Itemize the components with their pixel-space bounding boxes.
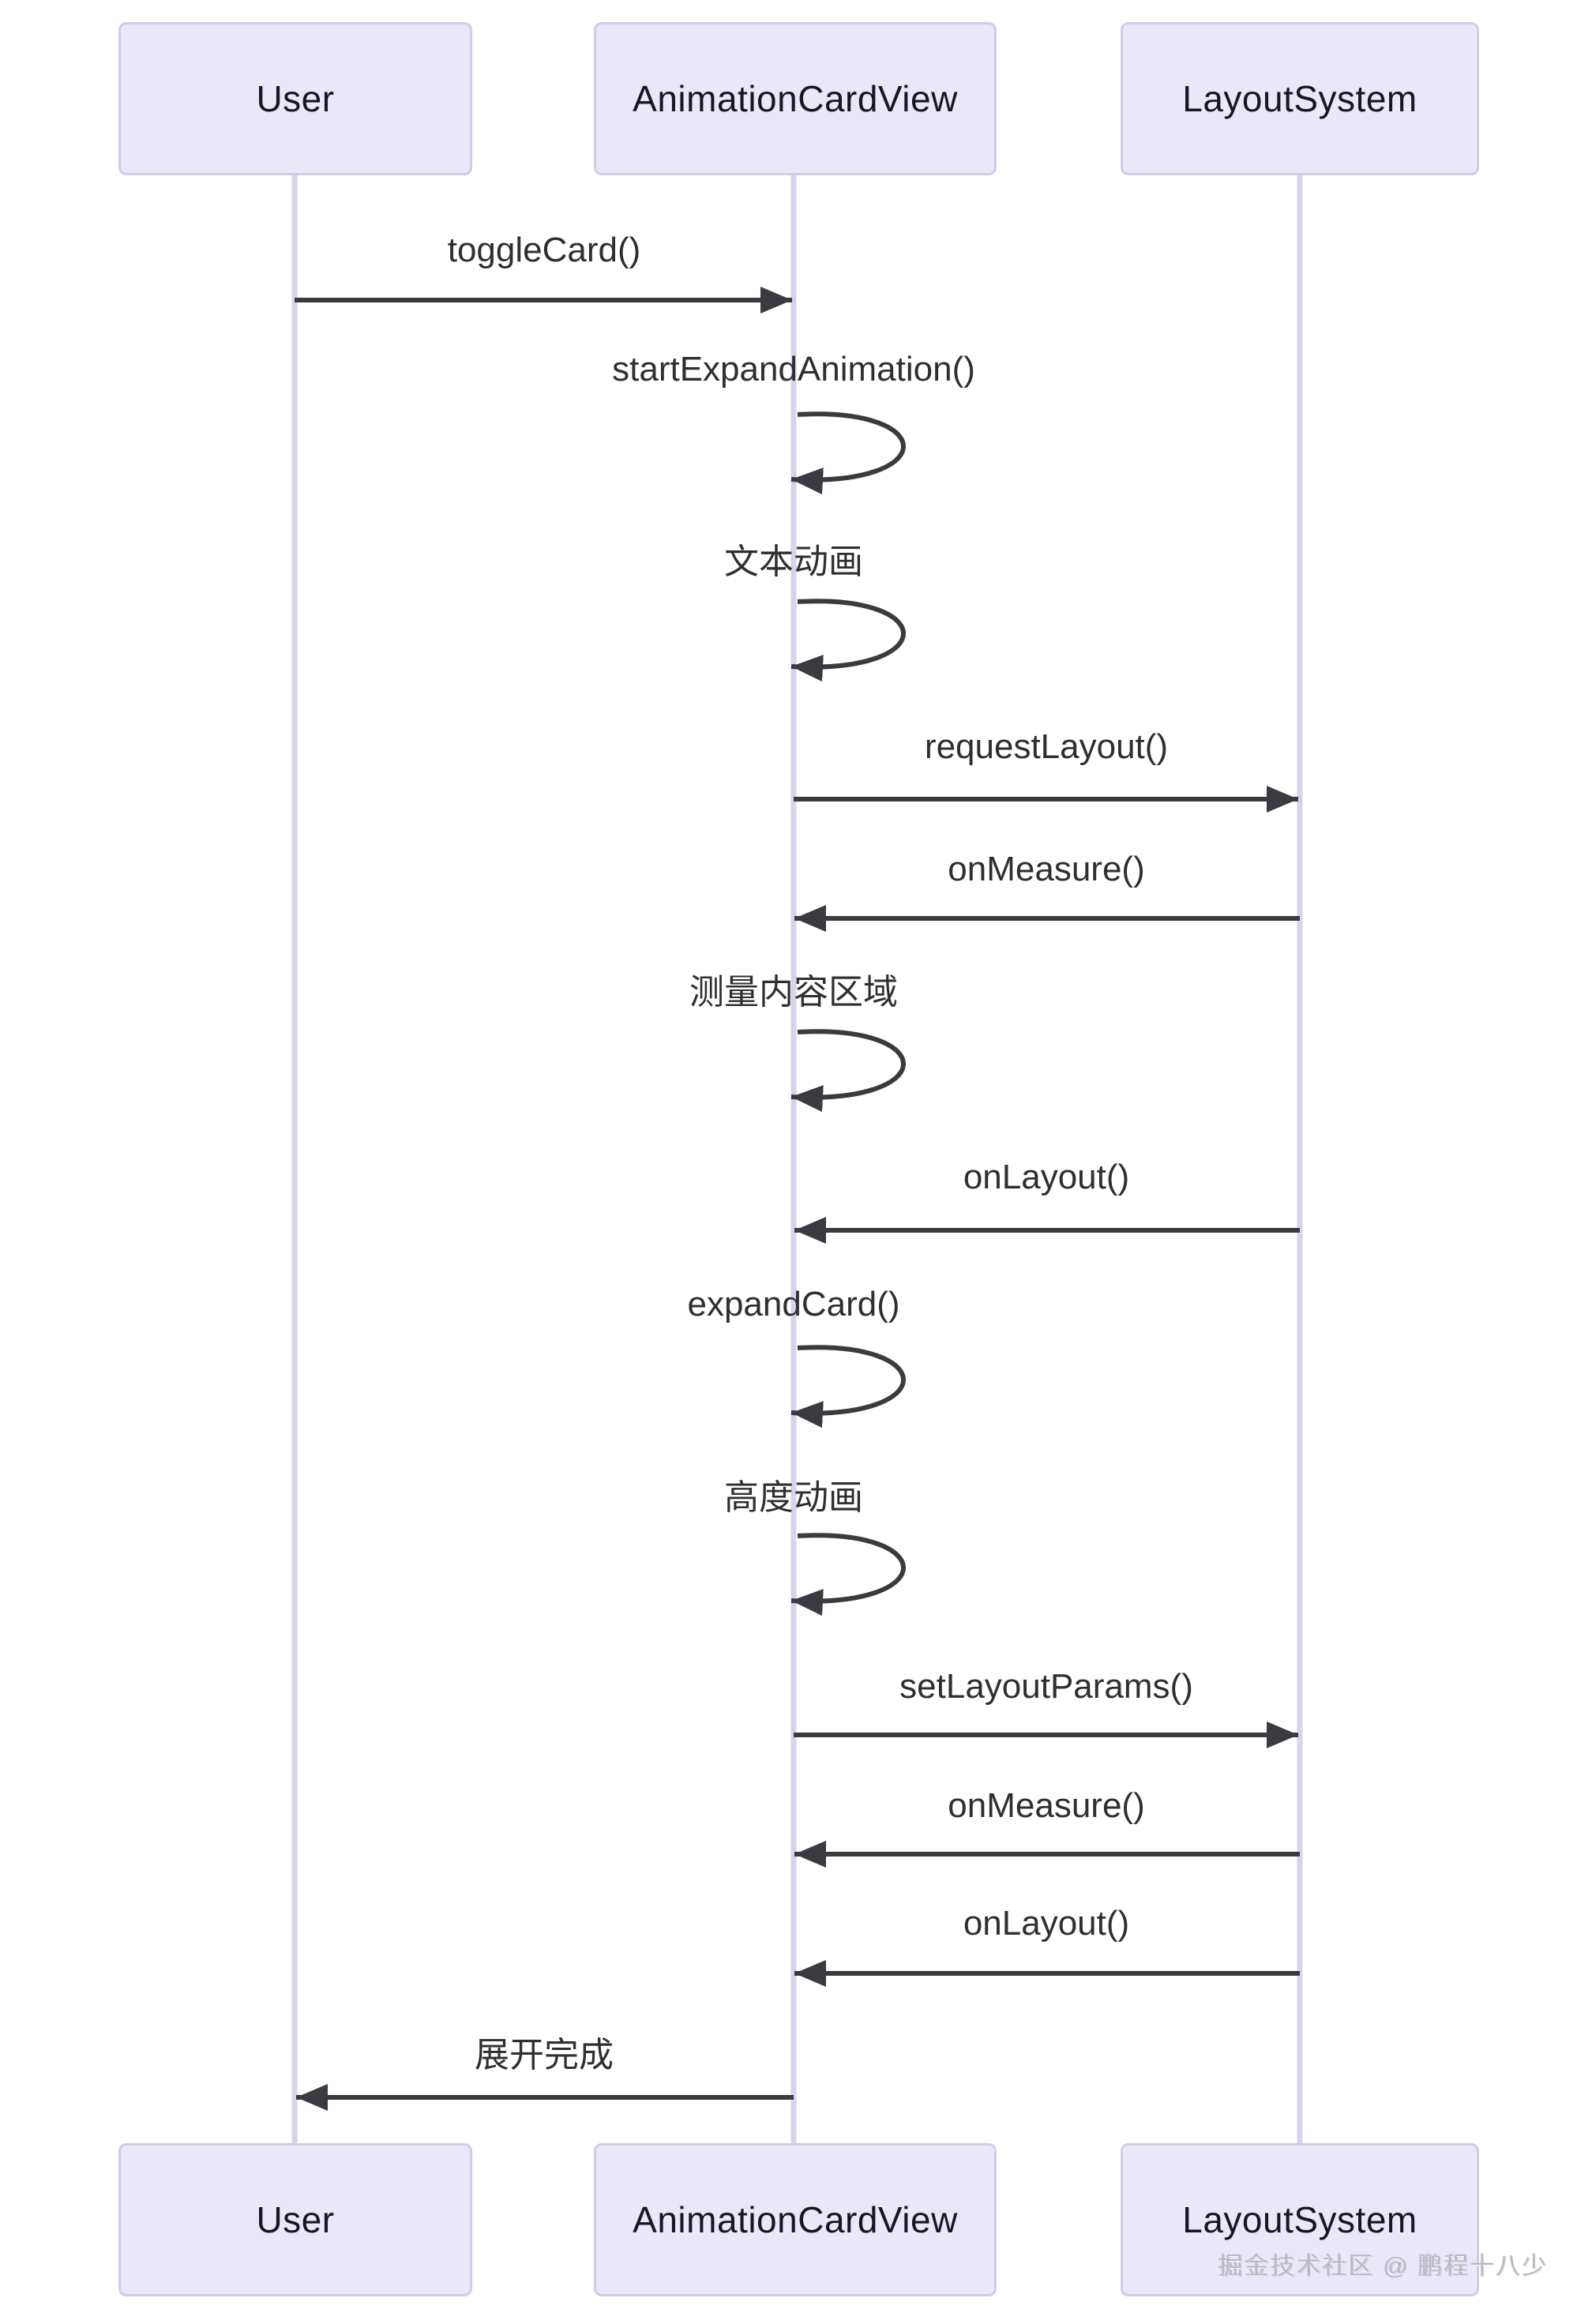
self-loop-height-animation (790, 1533, 906, 1616)
actor-label-user: User (256, 78, 335, 119)
actor-box-user-bottom: User (118, 2143, 472, 2296)
message-label-onlayout-1: onLayout() (963, 1158, 1130, 1196)
message-label-onmeasure-1: onMeasure() (948, 850, 1145, 888)
actor-label-animationcardview: AnimationCardView (633, 2199, 958, 2240)
message-label-text-animation: 文本动画 (724, 543, 863, 581)
actor-box-user-top: User (118, 22, 472, 175)
actor-box-layoutsystem-top: LayoutSystem (1121, 22, 1479, 175)
message-label-expand-complete: 展开完成 (475, 2036, 614, 2074)
message-label-startexpandanimation: startExpandAnimation() (612, 350, 975, 389)
actor-box-animationcardview-top: AnimationCardView (594, 22, 997, 175)
message-label-onmeasure-2: onMeasure() (948, 1786, 1145, 1825)
actor-label-user: User (256, 2199, 335, 2240)
message-label-measure-content-area: 测量内容区域 (689, 973, 898, 1012)
self-loop-expandcard (790, 1345, 906, 1429)
actor-label-animationcardview: AnimationCardView (633, 78, 958, 119)
self-loop-startexpandanimation (790, 411, 906, 495)
message-label-togglecard: toggleCard() (447, 231, 641, 269)
watermark: 掘金技术社区 @ 鹏程十八少 (1218, 2252, 1548, 2280)
message-label-expandcard: expandCard() (687, 1285, 900, 1323)
actor-box-layoutsystem-bottom: LayoutSystem (1121, 2143, 1479, 2296)
message-label-setlayoutparams: setLayoutParams() (899, 1667, 1193, 1706)
message-label-requestlayout: requestLayout() (924, 727, 1169, 766)
message-label-height-animation: 高度动画 (724, 1478, 863, 1517)
self-loop-measure-content-area (790, 1029, 906, 1113)
self-loop-text-animation (790, 599, 906, 682)
actor-label-layoutsystem: LayoutSystem (1182, 78, 1417, 119)
actor-box-animationcardview-bottom: AnimationCardView (594, 2143, 997, 2296)
message-label-onlayout-2: onLayout() (963, 1904, 1130, 1943)
actor-label-layoutsystem: LayoutSystem (1182, 2199, 1417, 2240)
